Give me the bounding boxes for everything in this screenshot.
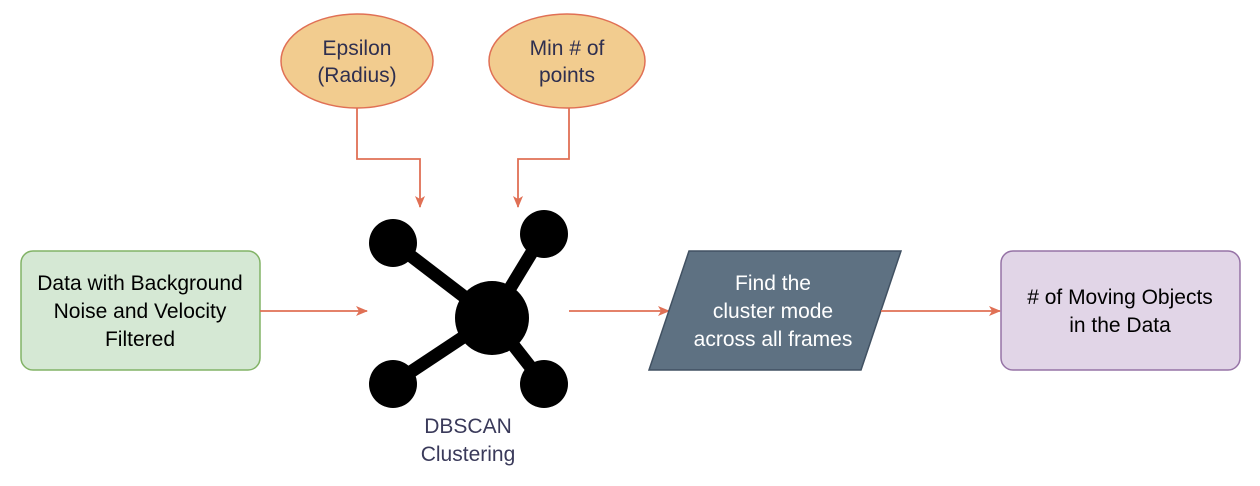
output-label-line1: # of Moving Objects — [1027, 286, 1213, 309]
process-label-line1: Find the — [735, 272, 811, 295]
output-label-line2: in the Data — [1069, 314, 1171, 337]
min-points-label-line2: points — [539, 64, 595, 87]
min-points-param-node: Min # of points — [488, 13, 646, 109]
epsilon-to-dbscan-arrow — [356, 108, 425, 208]
input-label-line3: Filtered — [105, 328, 175, 351]
process-label-line3: across all frames — [694, 328, 853, 351]
epsilon-param-node: Epsilon (Radius) — [280, 13, 434, 109]
input-label-line1: Data with Background — [37, 272, 242, 295]
min-points-label-line1: Min # of — [530, 37, 605, 60]
input-label-line2: Noise and Velocity — [54, 300, 227, 323]
process-label-line2: cluster mode — [713, 300, 833, 323]
find-cluster-mode-node: Find the cluster mode across all frames — [647, 250, 903, 371]
epsilon-label-line1: Epsilon — [323, 37, 392, 60]
dbscan-label-line1: DBSCAN — [424, 415, 512, 438]
min-points-to-dbscan-arrow — [513, 108, 570, 208]
dbscan-label-line2: Clustering — [421, 443, 516, 466]
cluster-network-icon — [369, 210, 568, 408]
output-result-node: # of Moving Objects in the Data — [1000, 250, 1241, 371]
epsilon-label-line2: (Radius) — [317, 64, 396, 87]
input-data-node: Data with Background Noise and Velocity … — [20, 250, 261, 371]
